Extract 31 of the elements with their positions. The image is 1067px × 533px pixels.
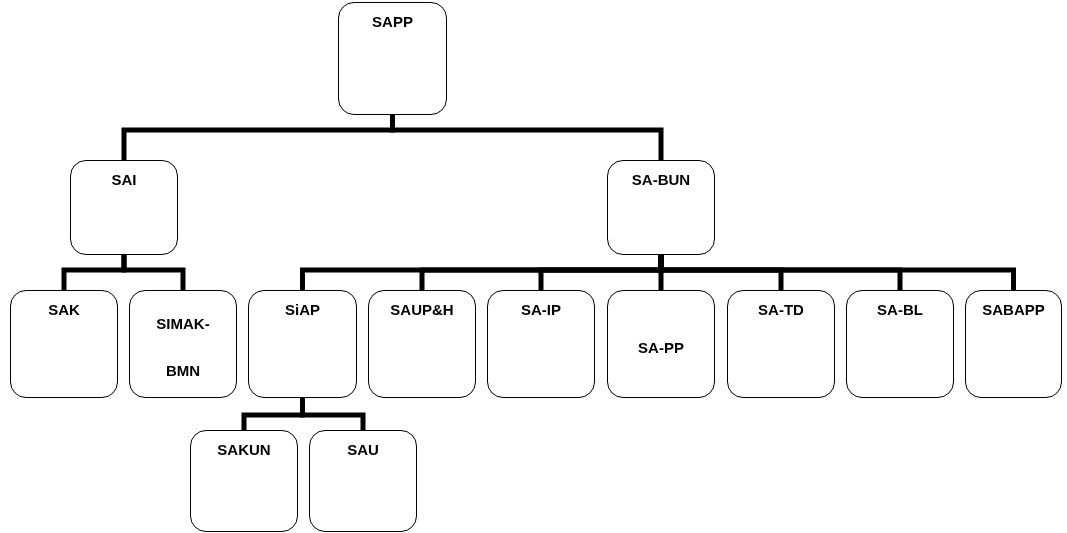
box-label: SABAPP xyxy=(981,301,1046,318)
org-box xyxy=(309,430,417,532)
box-label: SA-IP xyxy=(520,301,562,318)
org-box xyxy=(727,290,835,398)
org-box xyxy=(965,290,1062,398)
box-label: SA-BUN xyxy=(630,171,692,188)
connector-line xyxy=(390,115,664,160)
org-box xyxy=(607,160,715,255)
org-box xyxy=(607,290,715,398)
org-box xyxy=(70,160,178,255)
box-label: SAI xyxy=(110,171,138,188)
connector-line xyxy=(300,398,366,430)
box-label: SA-TD xyxy=(757,301,805,318)
org-box xyxy=(190,430,298,532)
org-box xyxy=(338,2,447,115)
connector-line xyxy=(121,255,186,290)
org-box xyxy=(248,290,357,398)
org-box xyxy=(129,290,237,398)
box-label: SA-PP xyxy=(637,339,685,356)
org-box xyxy=(10,290,118,398)
box-label: SAPP xyxy=(371,13,414,30)
org-box xyxy=(846,290,954,398)
org-box xyxy=(368,290,476,398)
box-label: SA-BL xyxy=(876,301,924,318)
org-box xyxy=(487,290,595,398)
box-label: SAK xyxy=(47,301,81,318)
box-label: SIMAK- BMN xyxy=(155,314,211,381)
box-label: SAUP&H xyxy=(389,301,455,318)
box-label: SiAP xyxy=(284,301,321,318)
box-label: SAKUN xyxy=(216,441,272,458)
box-label: SAU xyxy=(346,441,380,458)
